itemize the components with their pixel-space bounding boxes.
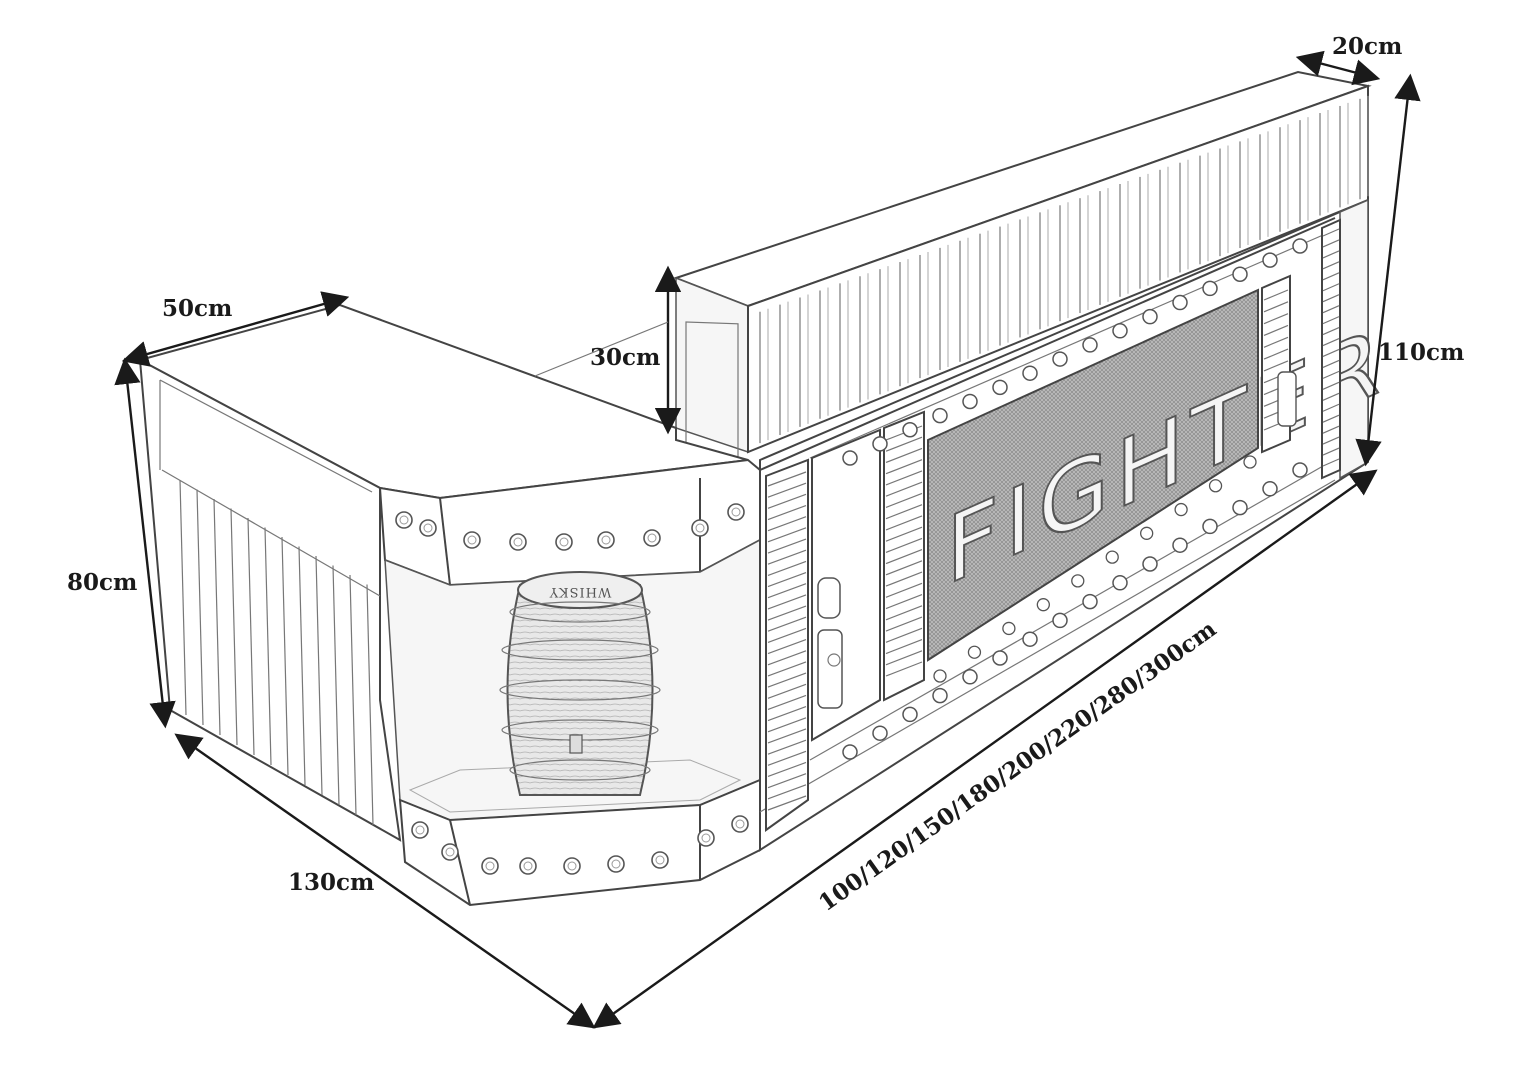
dim-side-height-line: [114, 357, 176, 729]
end-louver-slats: [1322, 228, 1340, 467]
dim-front-length-line: [592, 469, 1378, 1029]
small-bottle: [1277, 371, 1297, 427]
corner-section: WHISKY: [378, 458, 761, 907]
upper-box-end-face: [675, 276, 749, 454]
dim-top-depth-label: 50cm: [162, 295, 232, 322]
dim-top-width-label: 20cm: [1332, 33, 1402, 60]
upper-back-box: [673, 70, 1372, 463]
right-louver-slats: [1263, 289, 1289, 431]
barrel-label: WHISKY: [549, 584, 612, 599]
dim-step-leader: [534, 321, 669, 377]
dim-total-height-label: 110cm: [1378, 339, 1464, 366]
dim-top-depth-line: [121, 291, 350, 367]
dim-side-height-label: 80cm: [67, 569, 137, 596]
barrel: WHISKY: [499, 571, 661, 796]
bottle: [817, 577, 843, 709]
upper-box-corrugation: [759, 95, 1369, 444]
dim-side-length-label: 130cm: [288, 869, 374, 896]
end-louver-panel: [1321, 218, 1341, 480]
dim-step-height-label: 30cm: [590, 344, 660, 371]
dim-side-length-line: [174, 733, 596, 1029]
dim-total-height-line: [1355, 73, 1421, 467]
